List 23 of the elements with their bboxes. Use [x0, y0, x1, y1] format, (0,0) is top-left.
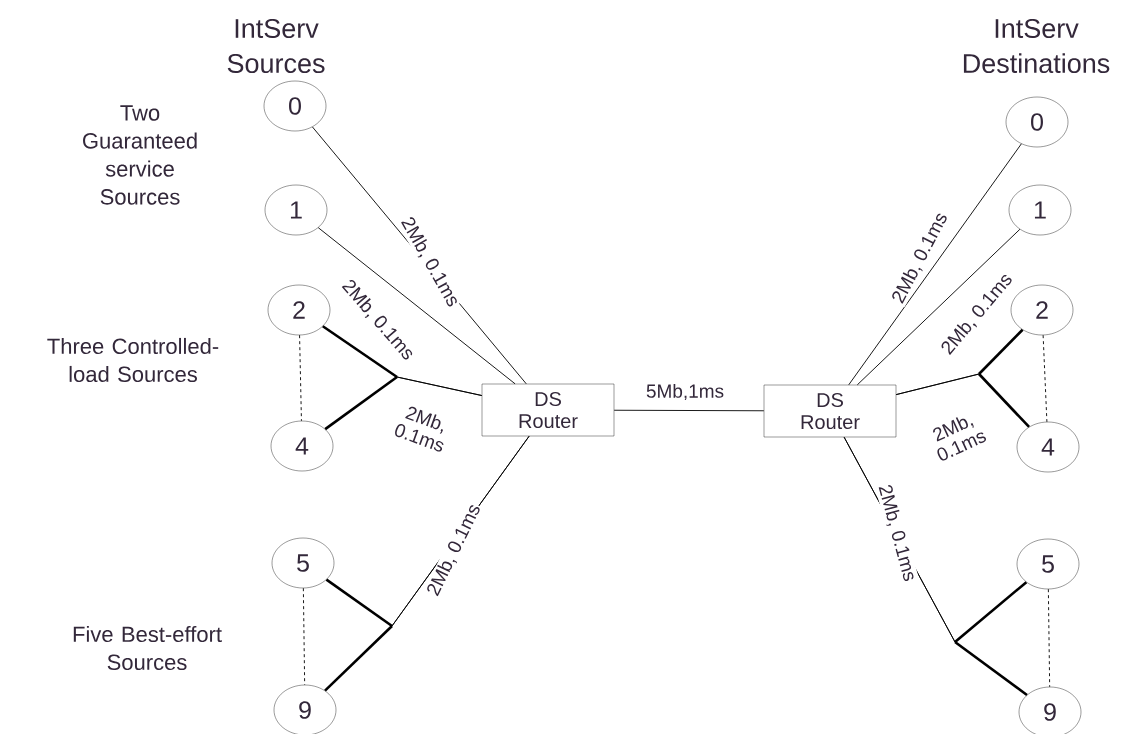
dashed-line: [1042, 334, 1048, 423]
group-label: Three Controlled-load Sources: [47, 337, 219, 383]
edge-label: 2Mb, 0.1ms: [423, 500, 485, 600]
edge-label: 2Mb, 0.1ms: [874, 481, 920, 585]
dashed-line: [302, 587, 306, 686]
link-line: [613, 409, 765, 412]
branch-line: [895, 373, 1031, 428]
link-line: [317, 227, 516, 385]
dashed-line: [299, 334, 302, 422]
dashed-line: [1047, 588, 1051, 688]
link-line: [856, 228, 1021, 386]
column-heading: IntServ Sources: [227, 18, 325, 74]
router-box: DS Router: [481, 383, 615, 437]
router-box: DS Router: [763, 384, 897, 438]
edge-label: 2Mb, 0.1ms: [388, 400, 458, 456]
group-label: Five Best-effort Sources: [73, 625, 222, 671]
edge-label: 2Mb, 0.1ms: [397, 213, 463, 311]
branch-line: [324, 375, 483, 431]
column-heading: IntServ Destinations: [963, 18, 1110, 74]
edge-label: 5Mb,1ms: [644, 382, 726, 402]
group-label: Two Guaranteed service Sources: [83, 105, 197, 205]
edge-label: 2Mb, 0.1ms: [922, 407, 992, 465]
link-line: [848, 143, 1022, 386]
